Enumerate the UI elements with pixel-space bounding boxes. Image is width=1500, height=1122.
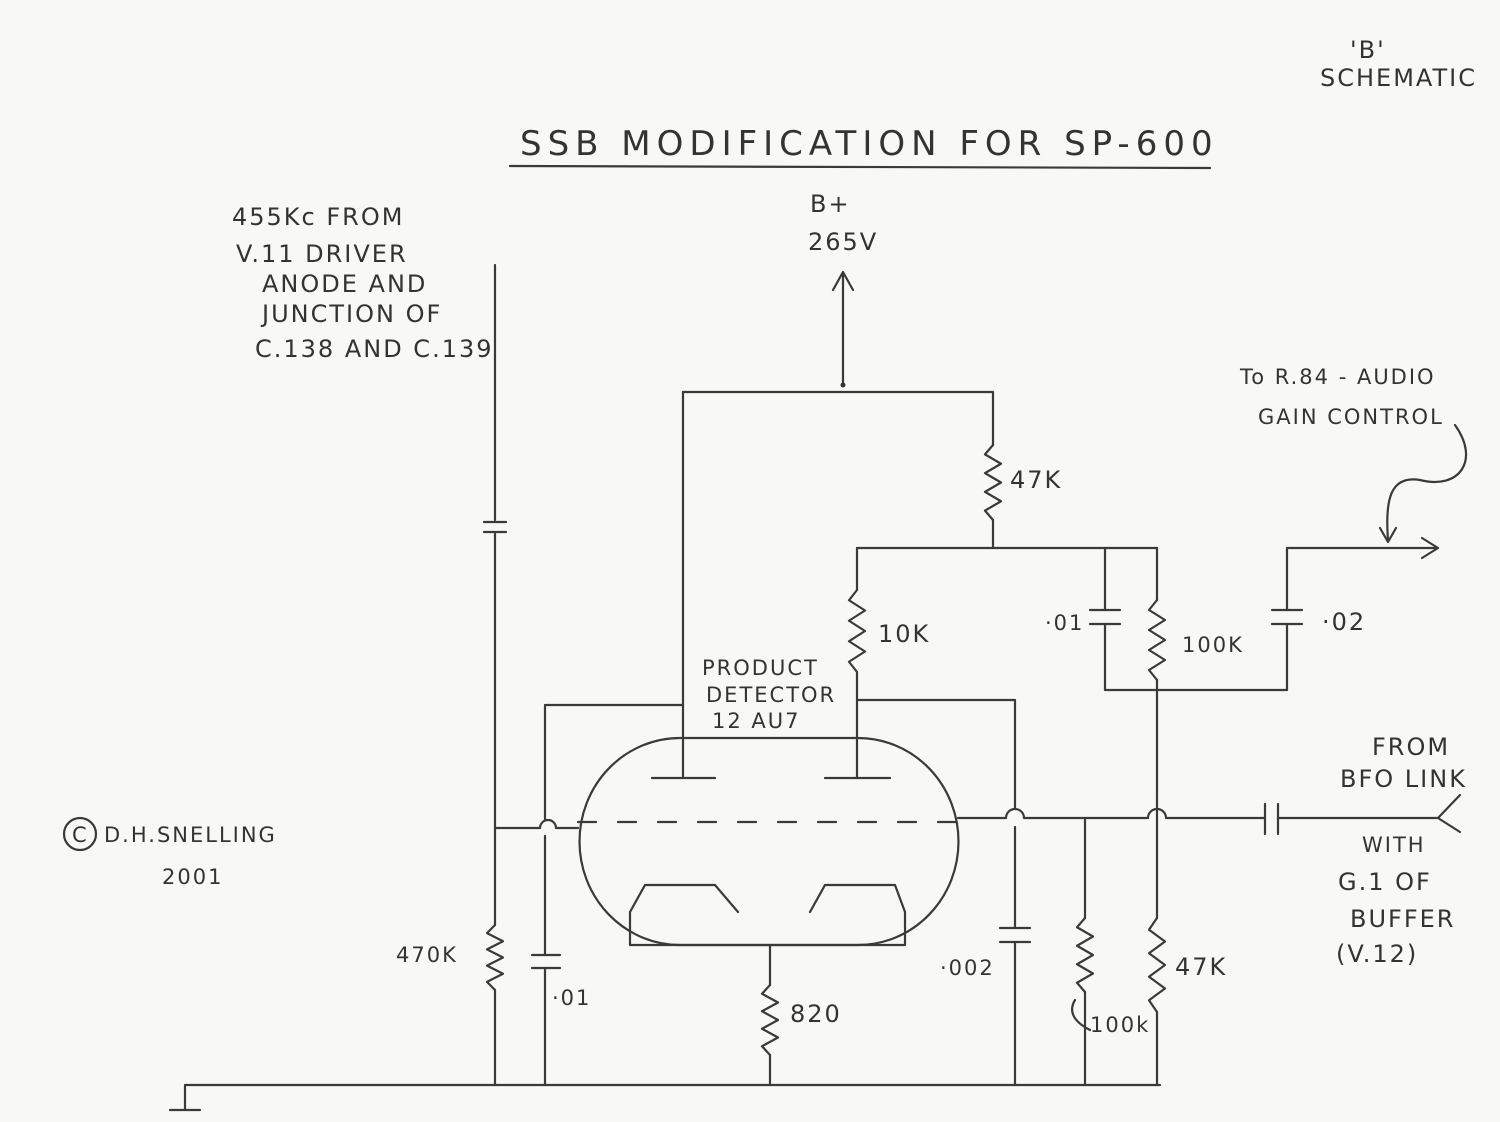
- label-r-grid: 470K: [396, 943, 458, 967]
- svg-text:C.138 AND C.139: C.138 AND C.139: [255, 335, 494, 363]
- svg-text:DETECTOR: DETECTOR: [706, 683, 836, 707]
- label-c-002: ·002: [940, 956, 995, 980]
- copyright-author: D.H.SNELLING: [104, 823, 277, 847]
- svg-text:ANODE AND: ANODE AND: [262, 270, 427, 298]
- tube-envelope: [578, 736, 960, 947]
- supply-arrow-icon: [831, 270, 855, 387]
- svg-text:12 AU7: 12 AU7: [712, 709, 801, 733]
- copyright-year: 2001: [162, 865, 223, 889]
- svg-text:GAIN CONTROL: GAIN CONTROL: [1258, 405, 1444, 429]
- label-c-bypass: ·01: [1045, 611, 1084, 635]
- input-note: 455Kc FROM V.11 DRIVER ANODE AND JUNCTIO…: [232, 203, 494, 363]
- resistors: [485, 443, 1167, 1057]
- copyright-circle-icon: [62, 816, 98, 852]
- svg-text:BUFFER: BUFFER: [1350, 905, 1455, 933]
- resistor-47k: [983, 443, 1003, 522]
- wiring: [168, 263, 1462, 1112]
- supply-label: B+: [810, 190, 851, 218]
- junction-dot: [840, 382, 846, 388]
- resistor-10k: [847, 588, 867, 674]
- sheet-type: SCHEMATIC: [1320, 64, 1477, 92]
- svg-text:455Kc FROM: 455Kc FROM: [232, 203, 404, 231]
- svg-text:G.1 OF: G.1 OF: [1338, 868, 1432, 896]
- resistor-820: [760, 983, 780, 1057]
- supply-voltage: 265V: [808, 228, 878, 256]
- page-title: SSB MODIFICATION FOR SP-600: [520, 124, 1219, 164]
- label-c-output: ·02: [1322, 608, 1366, 636]
- label-r-anode-load: 47K: [1010, 466, 1062, 494]
- label-r-100k-bottom: 100k: [1090, 1013, 1150, 1037]
- bfo-note: FROM BFO LINK: [1340, 733, 1467, 793]
- curved-pointer-arrow-icon: [1378, 423, 1468, 544]
- resistor-100k-top: [1147, 598, 1167, 682]
- title-underline: [508, 164, 1212, 170]
- svg-text:PRODUCT: PRODUCT: [702, 656, 819, 680]
- label-r-plate: 10K: [878, 620, 930, 648]
- sheet-id: 'B': [1350, 36, 1386, 64]
- copyright-symbol: C: [72, 823, 89, 847]
- svg-text:FROM: FROM: [1372, 733, 1450, 761]
- label-c-grid: ·01: [552, 986, 591, 1010]
- label-r-100k-top: 100K: [1182, 633, 1244, 657]
- output-note: To R.84 - AUDIO GAIN CONTROL: [1239, 365, 1444, 429]
- svg-text:JUNCTION OF: JUNCTION OF: [260, 300, 442, 328]
- resistor-47k-bottom: [1147, 916, 1167, 1014]
- svg-text:(V.12): (V.12): [1336, 940, 1418, 968]
- tube-label: PRODUCT DETECTOR 12 AU7: [702, 656, 836, 733]
- resistor-100k-bottom: [1075, 916, 1095, 994]
- label-r-cathode: 820: [790, 1000, 842, 1028]
- svg-text:WITH: WITH: [1362, 833, 1426, 857]
- svg-text:V.11 DRIVER: V.11 DRIVER: [236, 240, 408, 268]
- svg-text:BFO LINK: BFO LINK: [1340, 765, 1467, 793]
- resistor-470k: [485, 923, 505, 992]
- label-r-47k-bottom: 47K: [1175, 953, 1227, 981]
- svg-text:To R.84 - AUDIO: To R.84 - AUDIO: [1239, 365, 1436, 389]
- buffer-note: WITH G.1 OF BUFFER (V.12): [1336, 833, 1455, 968]
